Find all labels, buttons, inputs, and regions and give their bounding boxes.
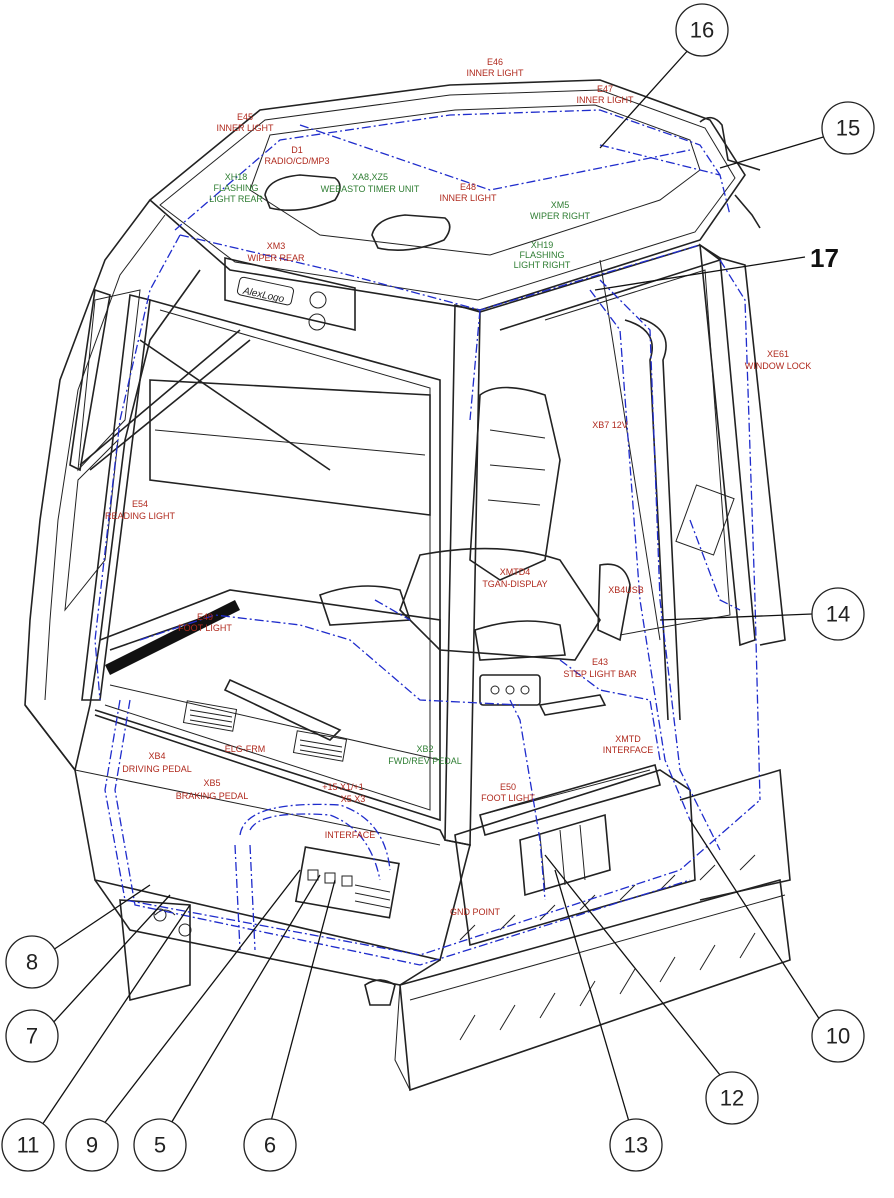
callout-15: 15 [821, 101, 875, 155]
svg-text:9: 9 [86, 1133, 98, 1158]
svg-text:5: 5 [154, 1133, 166, 1158]
callout-9: 9 [65, 1118, 119, 1172]
panel-logo: AlexLogo [241, 286, 285, 306]
callout-17: 17 [810, 243, 839, 273]
callout-6: 6 [243, 1118, 297, 1172]
cab-outline [24, 79, 791, 1092]
callout-8: 8 [5, 935, 59, 989]
callout-13: 13 [609, 1118, 663, 1172]
label-xb4usb: XB4USB [608, 585, 644, 595]
label-elg: ELG-FRM [225, 744, 266, 754]
svg-text:15: 15 [836, 116, 860, 141]
svg-text:11: 11 [17, 1133, 40, 1158]
svg-text:10: 10 [826, 1024, 850, 1049]
svg-text:17: 17 [810, 243, 839, 273]
label-interface: INTERFACE [325, 830, 376, 840]
wiring-harness [94, 109, 761, 966]
callout-14: 14 [811, 587, 865, 641]
svg-text:13: 13 [624, 1133, 648, 1158]
callout-11: 11 [1, 1118, 55, 1172]
svg-text:14: 14 [826, 602, 850, 627]
callout-7: 7 [5, 1009, 59, 1063]
svg-text:6: 6 [264, 1133, 276, 1158]
svg-text:12: 12 [720, 1086, 744, 1111]
svg-text:8: 8 [26, 950, 38, 975]
label-xb7: XB7 12V [592, 420, 628, 430]
callout-10: 10 [811, 1009, 865, 1063]
callout-leaders [41, 47, 831, 1126]
callout-5: 5 [133, 1118, 187, 1172]
callout-16: 16 [675, 3, 729, 57]
svg-text:7: 7 [26, 1024, 38, 1049]
label-gnd: GND POINT [450, 907, 501, 917]
svg-text:16: 16 [690, 18, 714, 43]
callout-12: 12 [705, 1071, 759, 1125]
